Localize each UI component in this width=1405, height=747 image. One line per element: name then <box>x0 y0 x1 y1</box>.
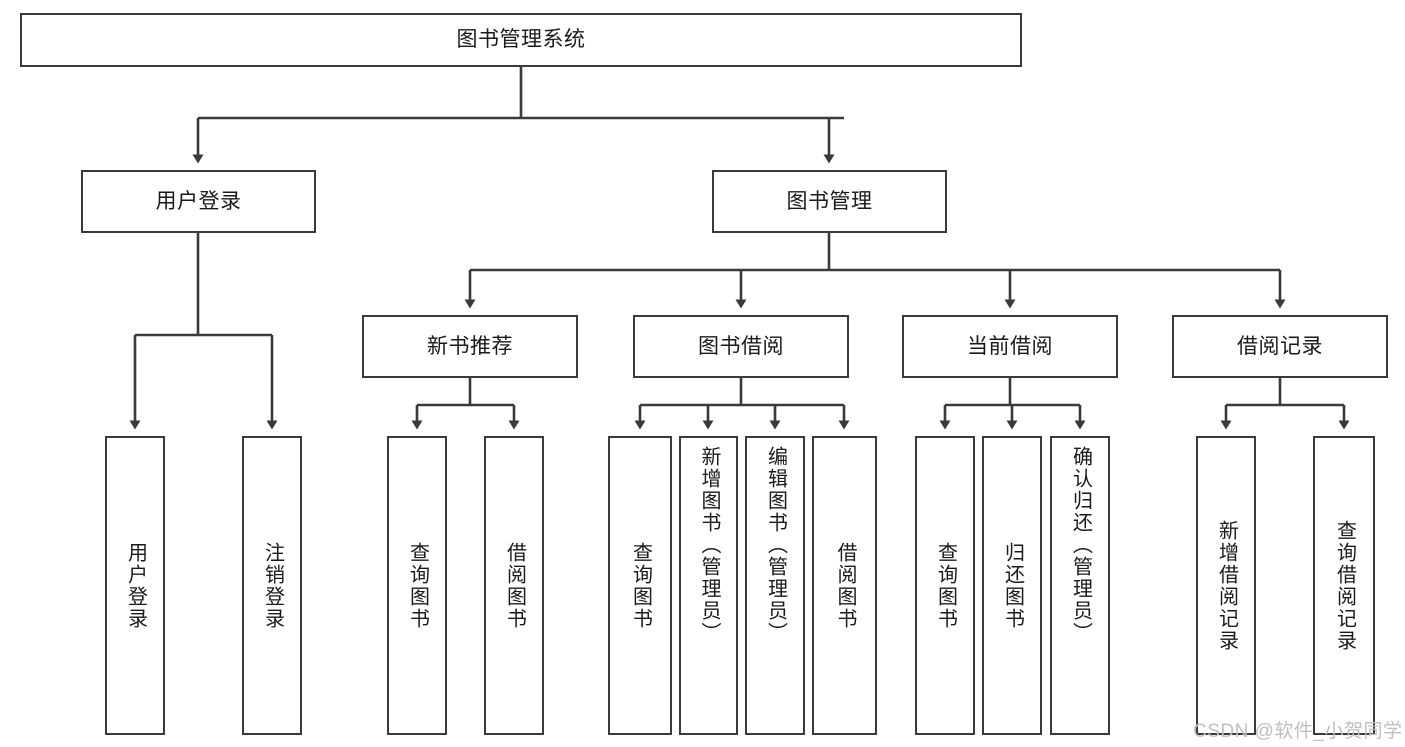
node-leaf-5-label: 查询图书 <box>629 541 652 630</box>
node-leaf-12[interactable]: 新增借阅记录 <box>1196 436 1256 735</box>
node-leaf-7-label: 编辑图书（管理员） <box>764 446 787 644</box>
node-leaf-6-label: 新增图书（管理员） <box>698 446 720 644</box>
node-leaf-13-label: 查询借阅记录 <box>1333 519 1356 652</box>
node-root-label: 图书管理系统 <box>456 28 586 52</box>
node-leaf-1-label: 用户登录 <box>124 541 147 630</box>
node-level3-2-label: 图书借阅 <box>698 334 784 358</box>
node-level3-1-label: 新书推荐 <box>427 334 513 358</box>
node-leaf-13[interactable]: 查询借阅记录 <box>1313 436 1375 735</box>
node-level2-2-label: 图书管理 <box>786 189 873 213</box>
node-level2-1[interactable]: 用户登录 <box>81 170 316 233</box>
node-level3-4-label: 借阅记录 <box>1237 334 1323 358</box>
node-leaf-2[interactable]: 注销登录 <box>242 436 302 735</box>
node-leaf-11[interactable]: 确认归还（管理员） <box>1050 436 1110 735</box>
node-leaf-9[interactable]: 查询图书 <box>915 436 975 735</box>
node-level3-2[interactable]: 图书借阅 <box>633 315 849 378</box>
node-leaf-8[interactable]: 借阅图书 <box>812 436 877 735</box>
node-leaf-4[interactable]: 借阅图书 <box>484 436 544 735</box>
node-leaf-12-label: 新增借阅记录 <box>1215 519 1238 652</box>
node-leaf-7[interactable]: 编辑图书（管理员） <box>745 436 805 735</box>
node-level3-4[interactable]: 借阅记录 <box>1172 315 1388 378</box>
node-leaf-6[interactable]: 新增图书（管理员） <box>679 436 738 735</box>
node-level3-3[interactable]: 当前借阅 <box>902 315 1118 378</box>
node-level2-1-label: 用户登录 <box>155 189 242 213</box>
node-root[interactable]: 图书管理系统 <box>20 13 1022 67</box>
node-leaf-2-label: 注销登录 <box>261 541 284 630</box>
node-leaf-10-label: 归还图书 <box>1001 541 1024 630</box>
node-leaf-3[interactable]: 查询图书 <box>387 436 447 735</box>
watermark: CSDN @软件_小贺同学 <box>1193 721 1403 742</box>
node-leaf-5[interactable]: 查询图书 <box>608 436 672 735</box>
node-leaf-9-label: 查询图书 <box>934 541 957 630</box>
node-leaf-8-label: 借阅图书 <box>834 541 856 630</box>
node-leaf-3-label: 查询图书 <box>406 541 429 630</box>
node-leaf-1[interactable]: 用户登录 <box>105 436 165 735</box>
node-leaf-11-label: 确认归还（管理员） <box>1069 446 1092 644</box>
node-level3-3-label: 当前借阅 <box>967 334 1053 358</box>
node-leaf-10[interactable]: 归还图书 <box>982 436 1042 735</box>
node-leaf-4-label: 借阅图书 <box>503 541 526 630</box>
node-level2-2[interactable]: 图书管理 <box>712 170 947 233</box>
node-level3-1[interactable]: 新书推荐 <box>362 315 578 378</box>
